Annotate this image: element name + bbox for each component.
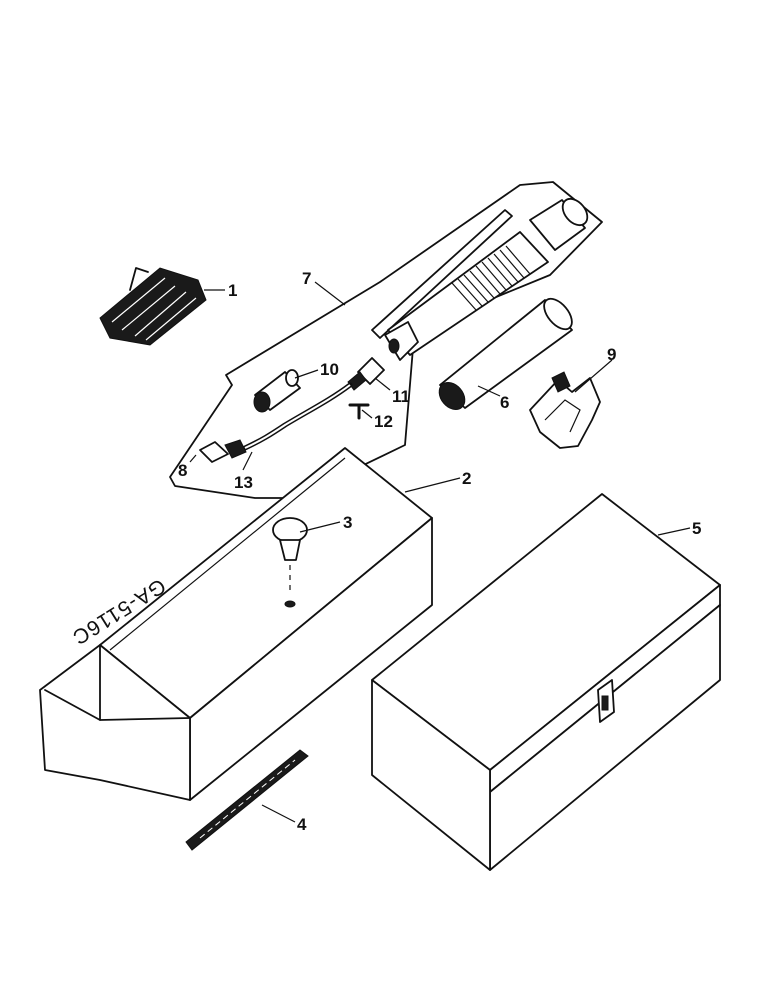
coupler-icon [199, 439, 247, 463]
callout-7: 7 [302, 269, 311, 288]
pin-icon [348, 403, 370, 420]
tool-box-tray-icon [39, 447, 433, 801]
callout-13: 13 [234, 473, 253, 492]
knob-icon [272, 517, 308, 608]
grease-gun-kit-outline [169, 181, 603, 499]
callout-5: 5 [692, 519, 701, 538]
leader-lines [189, 281, 691, 823]
bar-icon [185, 749, 309, 851]
tool-roll-icon [99, 267, 207, 346]
callout-2: 2 [462, 469, 471, 488]
callout-12: 12 [374, 412, 393, 431]
tool-chest-icon [371, 493, 721, 871]
grease-gun-icon [371, 197, 589, 361]
callout-8: 8 [178, 461, 187, 480]
callout-6: 6 [500, 393, 509, 412]
hose-icon [242, 382, 353, 451]
callout-9: 9 [607, 345, 616, 364]
callout-1: 1 [228, 281, 237, 300]
adapter-icon [253, 369, 301, 413]
callout-3: 3 [343, 513, 352, 532]
callout-10: 10 [320, 360, 339, 379]
cartridge-tube-icon [438, 297, 573, 410]
clip-bracket-icon [529, 371, 601, 449]
callout-11: 11 [392, 387, 410, 406]
callout-4: 4 [297, 815, 307, 834]
fitting-icon [347, 357, 385, 391]
